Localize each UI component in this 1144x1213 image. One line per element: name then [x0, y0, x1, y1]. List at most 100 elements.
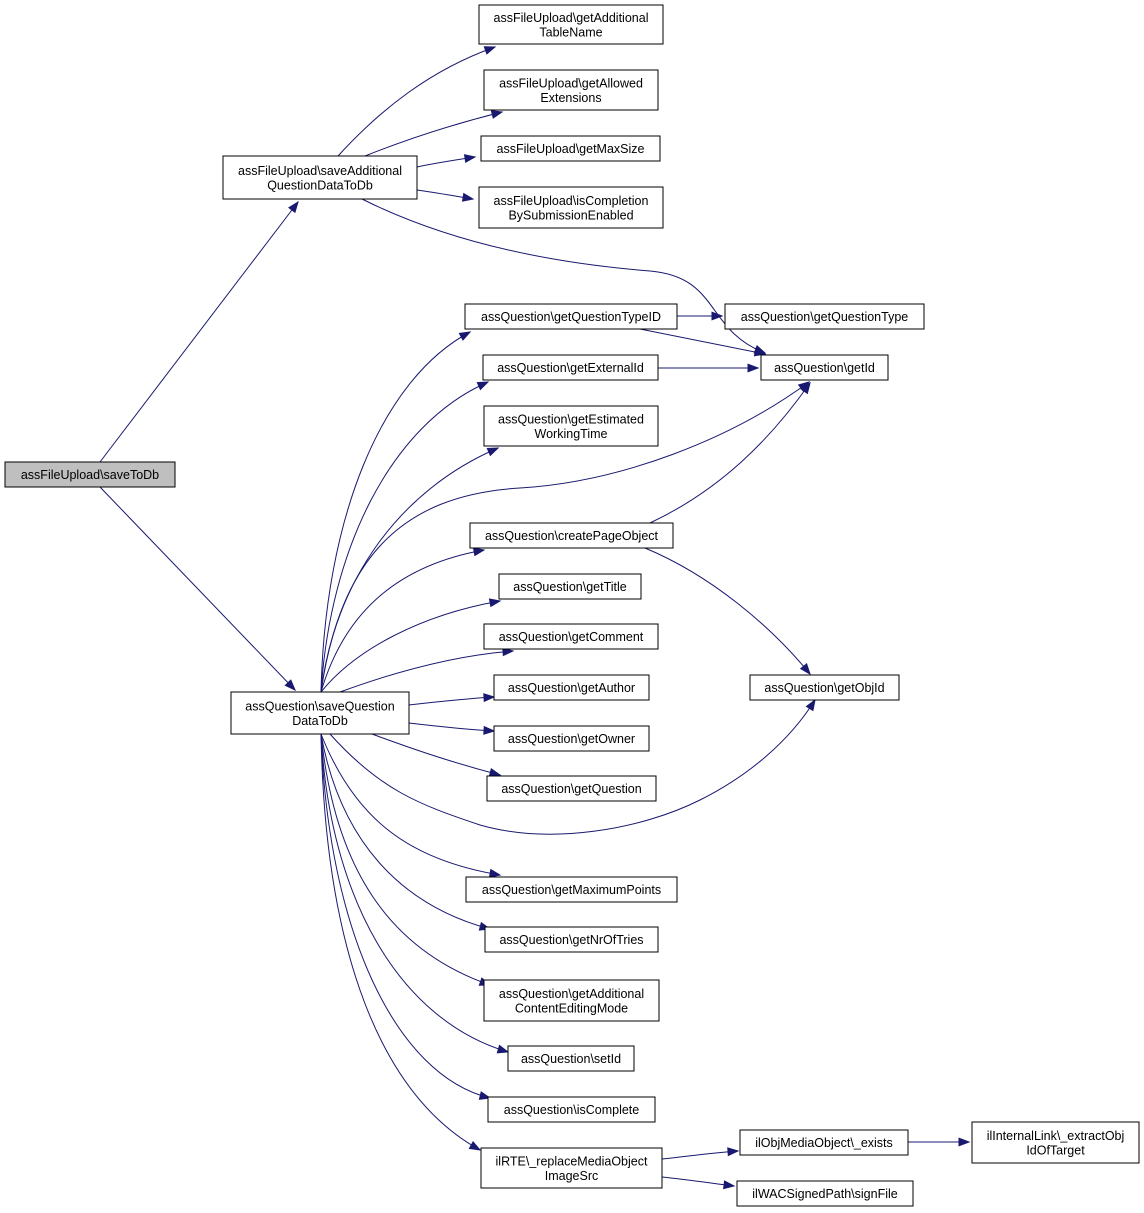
edge-line [320, 600, 501, 693]
edge-arrowhead [727, 1147, 740, 1157]
node-isComplete[interactable]: assQuestion\isComplete [487, 1096, 656, 1123]
edge-arrowhead [711, 311, 724, 321]
node-getMaxSize[interactable]: assFileUpload\getMaxSize [480, 135, 661, 162]
edge-arrowhead [800, 381, 811, 395]
node-label: ContentEditingMode [515, 1001, 628, 1015]
edge-line [371, 733, 501, 776]
edge-replaceMediaObjectImageSrc-to-exists [661, 1147, 740, 1160]
node-label: ilWACSignedPath\signFile [752, 1187, 897, 1201]
node-getComment[interactable]: assQuestion\getComment [483, 623, 659, 650]
node-box [971, 1121, 1140, 1164]
edge-saveAdditional-to-getMaxSize [416, 154, 477, 168]
node-getAuthor[interactable]: assQuestion\getAuthor [493, 674, 650, 701]
node-box [498, 573, 642, 600]
edge-line [320, 381, 489, 693]
node-box [739, 1129, 909, 1156]
node-getExternalId[interactable]: assQuestion\getExternalId [482, 354, 659, 381]
node-label: assQuestion\getQuestionTypeID [481, 310, 661, 324]
node-label: assQuestion\saveQuestion [245, 699, 394, 713]
edge-line [339, 650, 514, 693]
edge-arrowhead [463, 154, 477, 164]
node-label: assFileUpload\saveAdditional [238, 164, 402, 178]
edge-arrowhead [483, 693, 496, 703]
node-getObjId[interactable]: assQuestion\getObjId [749, 674, 900, 701]
node-label: WorkingTime [535, 427, 608, 441]
node-signFile[interactable]: ilWACSignedPath\signFile [736, 1180, 914, 1207]
node-box [465, 876, 678, 903]
edge-saveQuestionDataToDb-to-getQuestion [371, 733, 502, 777]
edge-line [337, 46, 496, 157]
edge-line [644, 547, 811, 675]
node-label: assQuestion\createPageObject [485, 529, 659, 543]
node-box [469, 522, 674, 549]
edge-line [639, 328, 766, 355]
node-label: ImageSrc [545, 1169, 599, 1183]
node-box [480, 1147, 663, 1189]
call-graph-nodes: assFileUpload\saveToDb assFileUpload\save… [4, 4, 1140, 1207]
node-box [493, 674, 650, 701]
node-label: assQuestion\getEstimated [498, 412, 644, 426]
edge-getQuestionTypeID-to-getQuestionType [677, 311, 724, 321]
node-createPageObject[interactable]: assQuestion\createPageObject [469, 522, 674, 549]
node-label: TableName [539, 25, 602, 39]
edge-saveToDb-to-saveQuestionDataToDb [99, 486, 296, 692]
node-getNrOfTries[interactable]: assQuestion\getNrOfTries [484, 926, 659, 953]
node-isCompletion[interactable]: assFileUpload\isCompletionBySubmissionEn… [478, 186, 664, 229]
edge-arrowhead [488, 598, 502, 608]
node-box [464, 303, 678, 330]
node-label: assQuestion\getId [774, 361, 875, 375]
node-label: BySubmissionEnabled [508, 208, 633, 222]
edge-saveQuestionDataToDb-to-getTitle [320, 598, 502, 693]
edge-line [320, 733, 501, 876]
node-exists[interactable]: ilObjMediaObject\_exists [739, 1129, 909, 1156]
node-getQuestion[interactable]: assQuestion\getQuestion [486, 775, 657, 802]
node-setId[interactable]: assQuestion\setId [507, 1045, 635, 1072]
edge-saveQuestionDataToDb-to-getObjId [329, 698, 816, 835]
edge-arrowhead [488, 868, 502, 878]
node-label: ilRTE\_replaceMediaObject [496, 1154, 648, 1168]
node-box [478, 186, 664, 229]
node-label: assFileUpload\getAdditional [494, 11, 649, 25]
node-getQuestionType[interactable]: assQuestion\getQuestionType [724, 303, 925, 330]
edge-saveQuestionDataToDb-to-isComplete [320, 733, 492, 1100]
edge-arrowhead [958, 1137, 971, 1147]
node-getTitle[interactable]: assQuestion\getTitle [498, 573, 642, 600]
node-getQuestionTypeID[interactable]: assQuestion\getQuestionTypeID [464, 303, 678, 330]
node-saveToDb[interactable]: assFileUpload\saveToDb [4, 461, 176, 488]
edge-saveQuestionDataToDb-to-getQuestionTypeID [320, 331, 472, 693]
node-label: DataToDb [292, 714, 348, 728]
node-getMaximumPoints[interactable]: assQuestion\getMaximumPoints [465, 876, 678, 903]
edge-arrowhead [284, 679, 296, 692]
edge-arrowhead [476, 381, 490, 391]
node-getId[interactable]: assQuestion\getId [760, 354, 889, 381]
node-box [483, 623, 659, 650]
edge-arrowhead [483, 46, 497, 55]
edge-line [99, 201, 299, 463]
edge-line [320, 733, 491, 986]
node-label: assQuestion\getTitle [513, 580, 627, 594]
node-getAdditionalContentEditingMode[interactable]: assQuestion\getAdditionalContentEditingM… [483, 979, 660, 1022]
edge-createPageObject-to-getObjId [644, 547, 811, 676]
edge-arrowhead [723, 1180, 736, 1190]
node-label: assQuestion\getExternalId [497, 361, 644, 375]
edge-saveQuestionDataToDb-to-getNrOfTries [320, 733, 492, 931]
edge-line [329, 699, 816, 835]
edge-line [661, 1176, 735, 1187]
node-saveAdditional[interactable]: assFileUpload\saveAdditionalQuestionData… [222, 155, 418, 200]
edge-line [320, 549, 485, 693]
node-label: assQuestion\getQuestionType [741, 310, 909, 324]
edge-line [320, 331, 471, 693]
node-label: assQuestion\getMaximumPoints [482, 883, 661, 897]
edge-line [320, 381, 810, 693]
edge-line [649, 382, 811, 524]
node-getOwner[interactable]: assQuestion\getOwner [493, 725, 650, 752]
edge-line [364, 111, 503, 157]
edge-saveQuestionDataToDb-to-getMaximumPoints [320, 733, 502, 878]
edge-getExternalId-to-getId [658, 363, 760, 373]
